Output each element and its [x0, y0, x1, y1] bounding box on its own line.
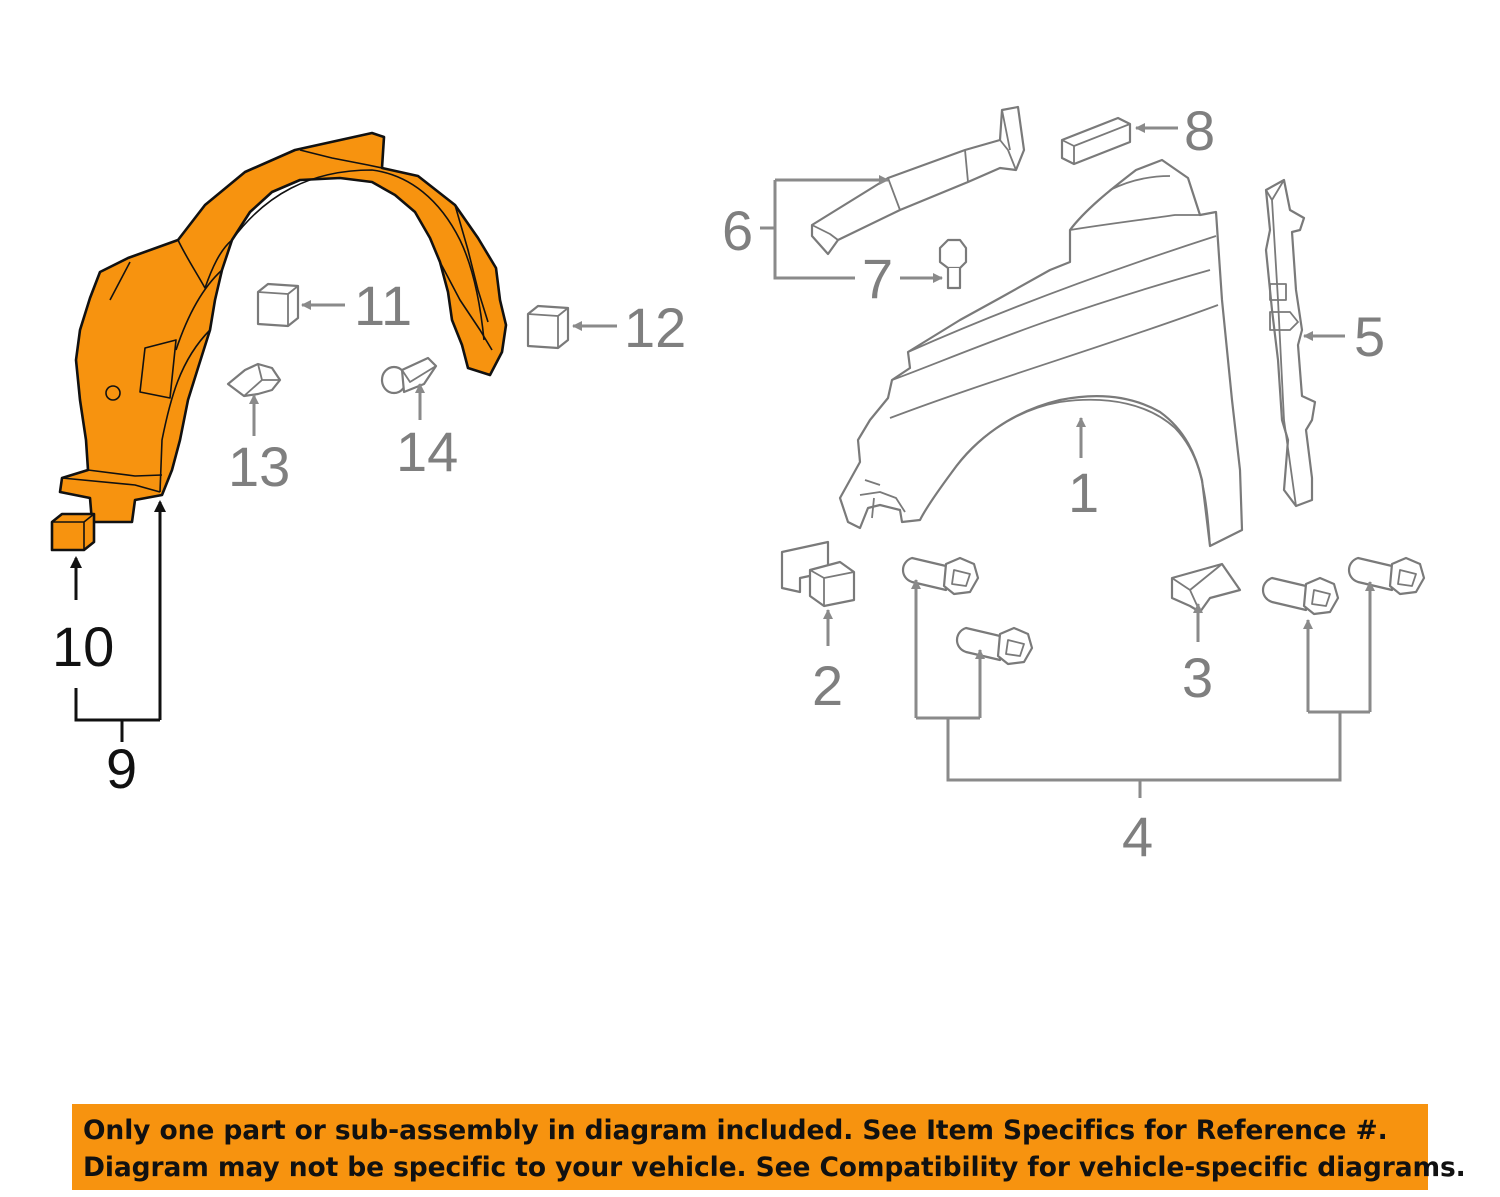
bracket-part-6	[760, 105, 1026, 280]
seal-block-part-8	[1060, 116, 1178, 166]
push-pin-part-13	[226, 362, 282, 436]
callout-2: 2	[812, 654, 843, 717]
clip-part-11	[256, 282, 345, 328]
fender-part-1	[838, 158, 1244, 548]
bolt-part-4b	[955, 626, 1034, 666]
callout-12: 12	[624, 296, 686, 359]
callout-10: 10	[52, 615, 114, 678]
fender-liner-part	[58, 131, 508, 524]
parts-diagram: 1 2 3 4 5 6 7 8 9 10 11 12 13 14	[50, 99, 1426, 868]
notice-banner: Only one part or sub-assembly in diagram…	[72, 1104, 1466, 1190]
callout-leaders-9-10	[70, 500, 166, 742]
callout-3: 3	[1182, 646, 1213, 709]
callout-5: 5	[1354, 305, 1385, 368]
bolt-part-4a	[901, 556, 980, 596]
callout-1: 1	[1068, 461, 1099, 524]
callout-8: 8	[1184, 99, 1215, 162]
clip-part-12	[526, 304, 617, 350]
push-pin-part-14	[380, 356, 438, 420]
callout-7: 7	[862, 247, 893, 310]
callout-14: 14	[396, 420, 458, 483]
bolt-part-7	[900, 238, 968, 290]
callout-leaders-4	[911, 579, 1375, 798]
bracket-part-3	[1170, 562, 1242, 642]
clip-part-2	[780, 540, 856, 646]
callout-13: 13	[228, 435, 290, 498]
callout-6: 6	[722, 199, 753, 262]
notice-line-1: Only one part or sub-assembly in diagram…	[83, 1115, 1388, 1146]
callout-9: 9	[106, 737, 137, 800]
bolt-part-4d	[1347, 556, 1426, 596]
bolt-part-4c	[1261, 576, 1340, 616]
bracket-part-5	[1264, 178, 1345, 508]
clip-part-10	[50, 512, 96, 552]
callout-11: 11	[354, 274, 412, 337]
notice-line-2: Diagram may not be specific to your vehi…	[83, 1152, 1466, 1183]
callout-4: 4	[1122, 805, 1153, 868]
